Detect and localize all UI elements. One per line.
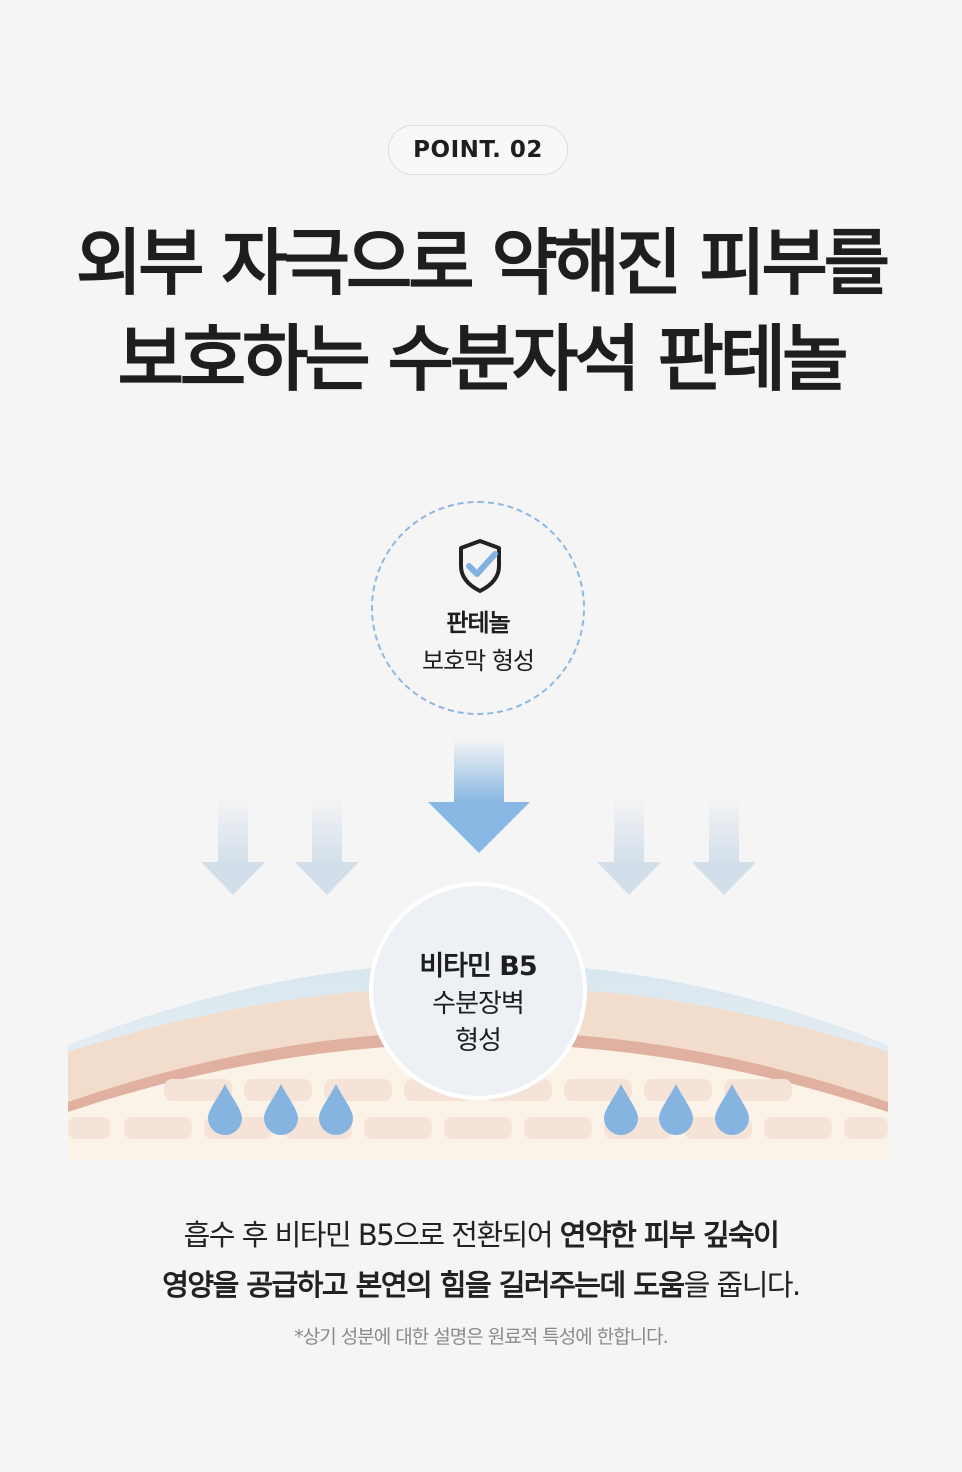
formation-label: 형성 [455,1026,502,1056]
desc-line2-normal: 을 줍니다. [683,1268,802,1302]
desc-line1-bold: 연약한 피부 깊숙이 [559,1218,780,1252]
vitamin-b5-label: 비타민 B5 [419,951,537,982]
page-title: 외부 자극으로 약해진 피부를 보호하는 수분자석 판테놀 [0,215,962,407]
shield-check-icon [459,539,501,593]
main-arrow [428,738,530,853]
skin-cells [68,1079,888,1139]
vitamin-b5-circle: 비타민 B5 수분장벽 형성 [369,882,587,1100]
point-badge: POINT. 02 [388,125,568,175]
title-line-2: 보호하는 수분자석 판테놀 [117,317,849,401]
moisture-barrier-label: 수분장벽 [432,989,525,1019]
description: 흡수 후 비타민 B5으로 전환되어 연약한 피부 깊숙이 영양을 공급하고 본… [0,1210,962,1310]
panthenol-label: 판테놀 [446,609,510,637]
protective-film-label: 보호막 형성 [421,647,535,675]
side-arrows [201,795,756,895]
desc-line2-bold: 영양을 공급하고 본연의 힘을 길러주는데 도움 [162,1268,685,1302]
desc-line1-normal: 흡수 후 비타민 B5으로 전환되어 [183,1218,560,1252]
water-drop-icons [208,1084,749,1135]
panthenol-circle: 판테놀 보호막 형성 [371,501,585,715]
disclaimer-note: *상기 성분에 대한 설명은 원료적 특성에 한합니다. [294,1326,668,1348]
title-line-1: 외부 자극으로 약해진 피부를 [75,221,890,305]
